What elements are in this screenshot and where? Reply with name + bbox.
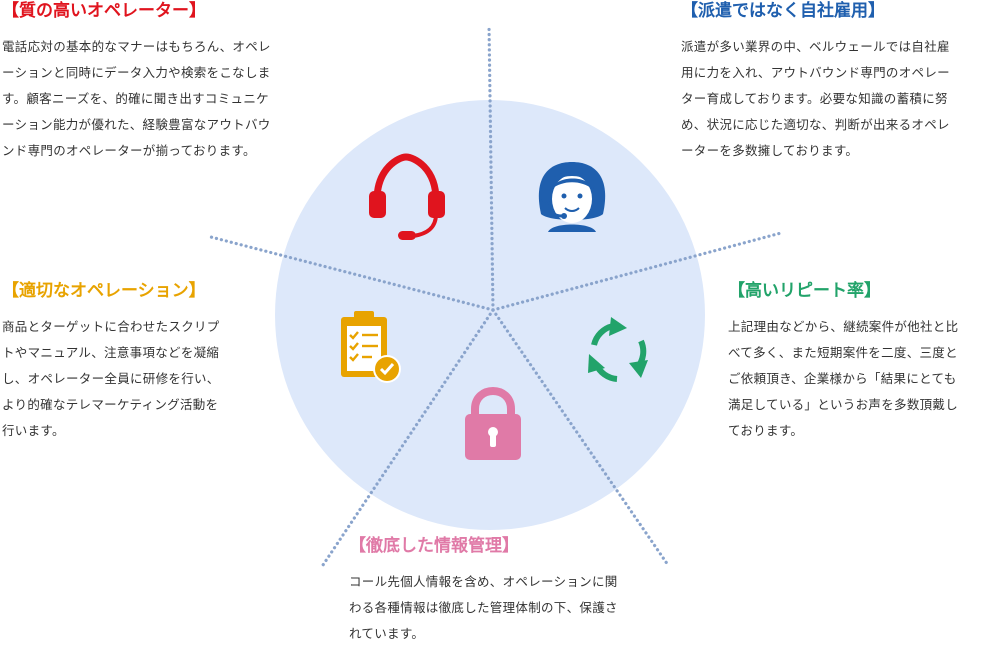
divider-right — [491, 231, 783, 312]
information-security-title: 【徹底した情報管理】 — [349, 536, 519, 556]
text-line: す。顧客ニーズを、的確に聞き出すコミュニケ — [2, 91, 269, 106]
operator-woman-icon — [538, 162, 606, 232]
text-line: 電話応対の基本的なマナーはもちろん、オペレ — [2, 39, 271, 54]
padlock-icon — [465, 387, 521, 460]
text-line: ご依頼頂き、企業様から「結果にとても — [728, 371, 957, 386]
recycle-arrows-icon — [588, 317, 648, 382]
in-house-employment-title: 【派遣ではなく自社雇用】 — [681, 1, 885, 21]
text-line: ーションと同時にデータ入力や検索をこなしま — [2, 65, 271, 80]
text-line: 商品とターゲットに合わせたスクリプ — [2, 319, 220, 334]
quality-operators-title: 【質の高いオペレーター】 — [2, 1, 206, 21]
in-house-employment-block: 【派遣ではなく自社雇用】 派遣が多い業界の中、ベルウェールでは自社雇 用に力を入… — [681, 0, 981, 164]
text-line: 上記理由などから、継続案件が他社と比 — [728, 319, 959, 334]
text-line: 行います。 — [2, 423, 65, 438]
text-line: トやマニュアル、注意事項などを凝縮 — [2, 345, 220, 360]
quality-operators-block: 【質の高いオペレーター】 電話応対の基本的なマナーはもちろん、オペレ ーションと… — [2, 0, 302, 164]
text-line: 満足している」というお声を多数頂戴し — [728, 397, 959, 412]
clipboard-check-icon — [341, 311, 401, 383]
text-line: し、オペレーター全員に研修を行い、 — [2, 371, 220, 386]
information-security-block: 【徹底した情報管理】 コール先個人情報を含め、オペレーションに関 わる各種情報は… — [349, 535, 659, 647]
text-line: れています。 — [349, 626, 425, 641]
text-line: ーション能力が優れた、経験豊富なアウトバウ — [2, 117, 271, 132]
divider-bottom-left — [319, 308, 495, 570]
in-house-employment-text: 派遣が多い業界の中、ベルウェールでは自社雇 用に力を入れ、アウトバウンド専門のオ… — [681, 34, 981, 164]
text-line: コール先個人情報を含め、オペレーションに関 — [349, 574, 618, 589]
text-line: べて多く、また短期案件を二度、三度と — [728, 345, 958, 360]
repeat-rate-block: 【高いリピート率】 上記理由などから、継続案件が他社と比 べて多く、また短期案件… — [728, 280, 983, 444]
headset-icon — [369, 153, 445, 240]
text-line: ンド専門のオペレーターが揃っております。 — [2, 143, 256, 158]
divider-bottom-right — [491, 308, 670, 567]
text-line: 用に力を入れ、アウトバウンド専門のオペレー — [681, 65, 950, 80]
proper-operation-text: 商品とターゲットに合わせたスクリプ トやマニュアル、注意事項などを凝縮 し、オペ… — [2, 314, 257, 444]
repeat-rate-text: 上記理由などから、継続案件が他社と比 べて多く、また短期案件を二度、三度と ご依… — [728, 314, 983, 444]
text-line: 派遣が多い業界の中、ベルウェールでは自社雇 — [681, 39, 950, 54]
text-line: ております。 — [728, 423, 804, 438]
proper-operation-block: 【適切なオペレーション】 商品とターゲットに合わせたスクリプ トやマニュアル、注… — [2, 280, 257, 444]
text-line: め、状況に応じた適切な、判断が出来るオペレ — [681, 117, 950, 132]
proper-operation-title: 【適切なオペレーション】 — [2, 281, 206, 301]
text-line: ター育成しております。必要な知識の蓄積に努 — [681, 91, 948, 106]
text-line: わる各種情報は徹底した管理体制の下、保護さ — [349, 600, 618, 615]
quality-operators-text: 電話応対の基本的なマナーはもちろん、オペレ ーションと同時にデータ入力や検索をこ… — [2, 34, 302, 164]
text-line: ーターを多数擁しております。 — [681, 143, 859, 158]
text-line: より的確なテレマーケティング活動を — [2, 397, 219, 412]
information-security-text: コール先個人情報を含め、オペレーションに関 わる各種情報は徹底した管理体制の下、… — [349, 569, 659, 647]
divider-top — [487, 23, 495, 312]
divider-left — [205, 234, 495, 312]
dotted-dividers — [205, 23, 783, 570]
repeat-rate-title: 【高いリピート率】 — [728, 281, 881, 301]
